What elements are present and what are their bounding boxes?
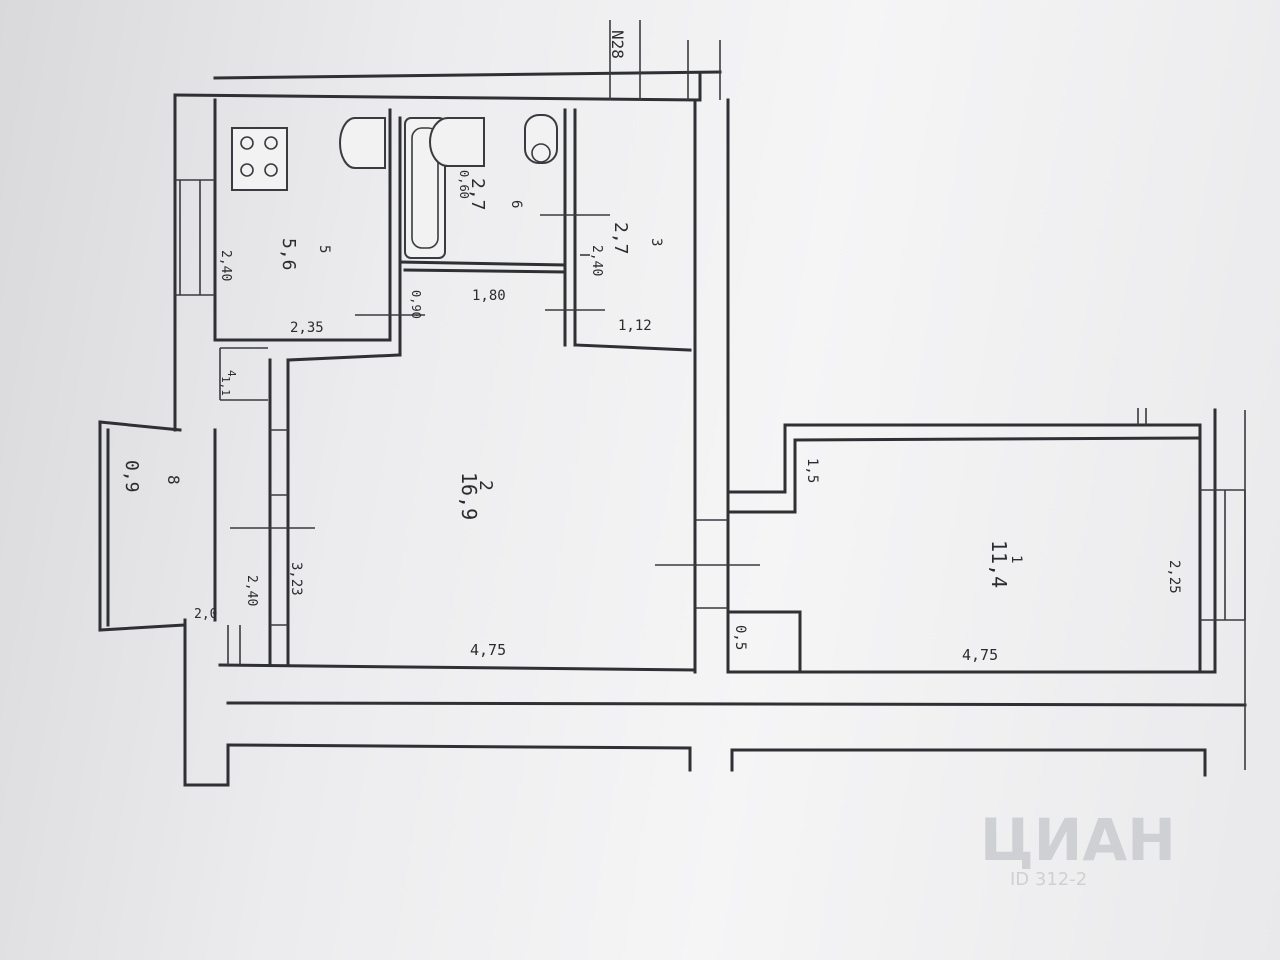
room-2-height: 2,40 [244, 575, 259, 606]
room-6-number: 6 [508, 200, 524, 208]
watermark-id: ID 312-2 [1010, 869, 1087, 890]
room-6-width: 1,80 [472, 288, 506, 304]
room-1-side: 1,5 [804, 458, 820, 483]
door-width-label: 0,90 [409, 290, 423, 319]
corner-mark-label: N28 [608, 30, 627, 59]
room-1-depth: 2,25 [1166, 560, 1182, 594]
room-2-side: 3,23 [288, 562, 304, 596]
room-3-number: 3 [648, 238, 664, 246]
room-5-width: 2,35 [290, 320, 324, 336]
room-2-area: 16,9 [457, 472, 481, 520]
room-8-area: 0,9 [121, 460, 142, 493]
room-6-side: 0,60 [457, 170, 471, 199]
labels: N28 1 11,4 4,75 2,25 1,5 2 16,9 4,75 3,2… [121, 30, 1182, 664]
room-3-width: 1,12 [618, 318, 652, 334]
room-5-area: 5,6 [278, 238, 299, 271]
washbasin-icon [429, 117, 485, 167]
room-1-area: 11,4 [987, 540, 1011, 588]
room-4-number: 4 [225, 370, 238, 377]
fixtures [231, 114, 558, 259]
kitchen-sink-icon [339, 117, 386, 169]
room-5-number: 5 [316, 245, 332, 253]
room-3-area: 2,7 [610, 222, 631, 255]
room-1-number: 1 [1008, 555, 1024, 563]
room-3-height: 2,40 [589, 245, 604, 276]
room-2-number: 2 [475, 480, 496, 491]
watermark: ЦИАН ID 312-2 [980, 806, 1176, 890]
toilet-icon [524, 114, 558, 164]
room-8-number: 8 [164, 475, 183, 485]
room-6-area: 2,7 [467, 178, 488, 211]
room-8-width: 2,0 [194, 607, 217, 622]
walls [98, 20, 1247, 787]
watermark-logo: ЦИАН [980, 806, 1176, 874]
room-2-width: 4,75 [470, 641, 506, 659]
room-1-width: 4,75 [962, 646, 998, 664]
stove-icon [231, 127, 288, 191]
closet-size-label: 0,5 [732, 625, 748, 650]
room-4-area: 1,1 [219, 376, 232, 396]
room-5-height: 2,40 [218, 250, 233, 281]
